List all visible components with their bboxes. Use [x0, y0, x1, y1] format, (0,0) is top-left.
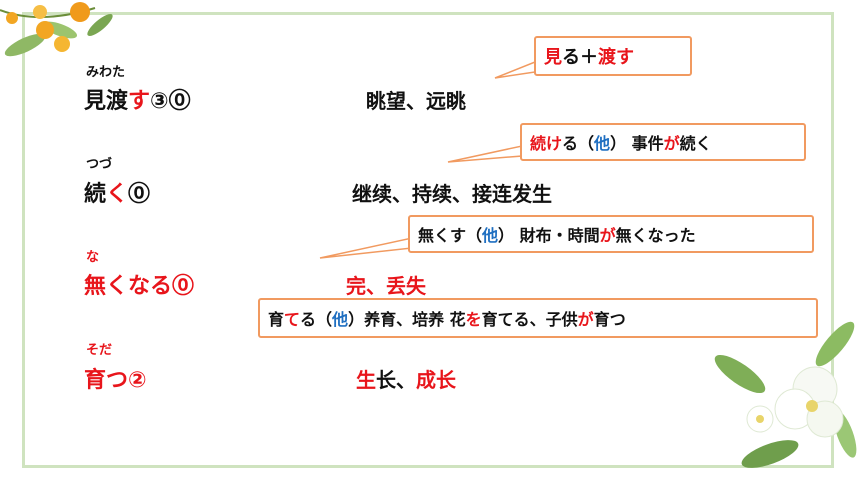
word-tsuzuku: 続く⓪	[84, 176, 150, 208]
reading-soda: そだ	[86, 343, 113, 358]
meaning-nakunaru: 完、丢失	[346, 274, 426, 298]
callout-tsuzukeru: 続ける（他） 事件が続く	[520, 123, 806, 161]
callout-text: 続く	[679, 134, 712, 153]
reading-tsuzu: つづ	[86, 157, 113, 172]
callout-miru-watasu: 見る＋渡す	[534, 36, 692, 76]
callout-text: が	[577, 310, 594, 329]
word-okurigana: く	[106, 182, 129, 207]
callout-text: 他	[332, 310, 349, 329]
word-sodatsu: 育つ②	[84, 368, 147, 393]
callout-text: ） 事件	[610, 134, 664, 153]
callout-nakusu: 無くす（他） 財布・時間が無くなった	[408, 215, 814, 253]
callout-text: 無くなった	[615, 226, 696, 245]
callout-text: を	[465, 310, 482, 329]
callout-text: 育てる、子供	[481, 310, 578, 329]
meaning-sodatsu: 生长、成长	[356, 364, 456, 393]
callout-text: が	[599, 226, 616, 245]
callout-text: 他	[594, 134, 611, 153]
accent-marks: ③⓪	[150, 89, 191, 114]
meaning-miwatasu: 眺望、远眺	[366, 89, 466, 113]
white-flower-decoration	[714, 321, 857, 468]
callout-text: 見	[544, 47, 562, 68]
callout-text: 育	[268, 310, 285, 329]
callout-text: け	[546, 134, 563, 153]
reading-miwata: みわた	[86, 65, 126, 80]
meaning-part: 长、	[376, 368, 416, 392]
callout-text: ）养育、培养 花	[348, 310, 466, 329]
word-miwatasu: 見渡す③⓪	[84, 83, 191, 115]
callout-sodateru: 育てる（他）养育、培养 花を育てる、子供が育つ	[258, 298, 818, 338]
callout-text: る（	[300, 310, 333, 329]
callout-text: て	[284, 310, 301, 329]
accent-marks: ⓪	[128, 182, 151, 207]
word-okurigana: す	[128, 89, 151, 114]
meaning-part: 成长	[416, 368, 456, 392]
callout-text: 無くす（	[418, 226, 483, 245]
word-stem: 見渡	[84, 89, 129, 114]
word-nakunaru: 無くなる⓪	[84, 274, 195, 299]
callout-text: 続	[530, 134, 547, 153]
callout-text: 渡す	[598, 47, 634, 68]
callout-text: ） 財布・時間	[498, 226, 600, 245]
callout-text: る（	[562, 134, 595, 153]
callout-text: る＋	[562, 47, 598, 68]
slide-frame	[22, 12, 834, 468]
callout-text: 育つ	[593, 310, 626, 329]
word-stem: 続	[84, 182, 107, 207]
meaning-part: 生	[356, 368, 376, 392]
meaning-tsuzuku: 继续、持续、接连发生	[352, 182, 552, 206]
callout-text: 他	[482, 226, 499, 245]
callout-text: が	[663, 134, 680, 153]
reading-na: な	[86, 250, 100, 265]
orange-branch-decoration	[0, 2, 113, 57]
